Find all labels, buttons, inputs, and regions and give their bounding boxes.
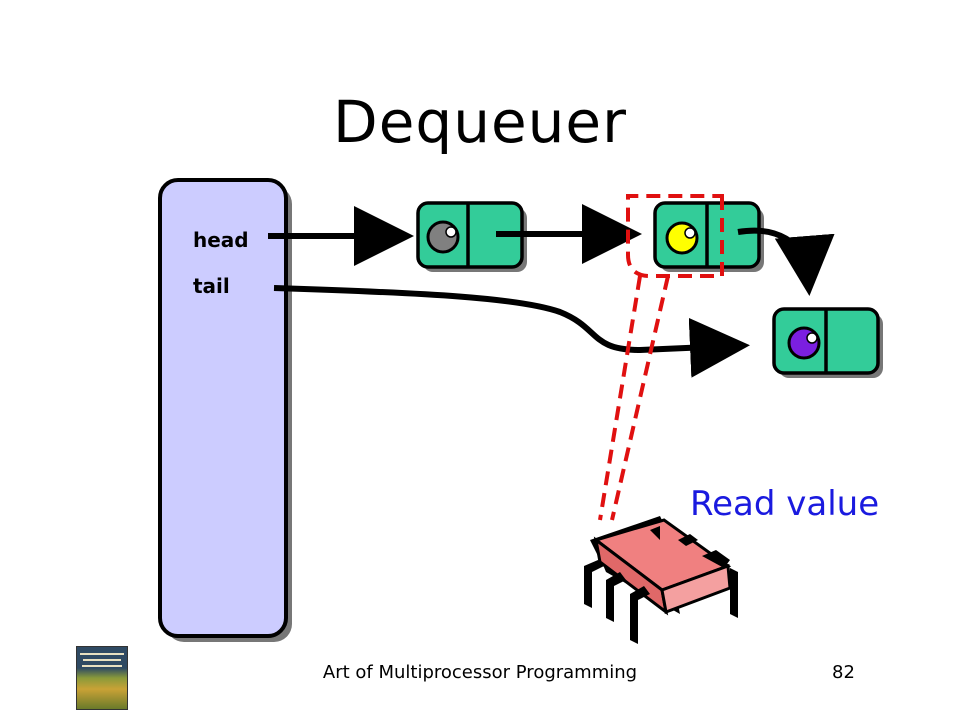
queue-object [158,178,292,642]
page-number: 82 [832,662,855,683]
read-value-annotation: Read value [690,484,880,524]
read-highlight-line-2 [610,275,670,521]
tail-field-label: tail [193,274,230,298]
first-node [653,201,764,272]
dequeuer-thread-icon [584,516,738,644]
read-highlight-outline [626,194,724,278]
head-field-label: head [193,228,249,252]
read-highlight-line-1 [598,275,642,521]
book-cover-icon [76,646,128,710]
tail-pointer-arrow [273,285,750,378]
footer-text: Art of Multiprocessor Programming [322,662,638,683]
sentinel-node [416,201,527,272]
slide-title: Dequeuer [333,88,627,156]
next-pointer-arrow-2 [737,227,835,296]
second-node [772,307,883,378]
